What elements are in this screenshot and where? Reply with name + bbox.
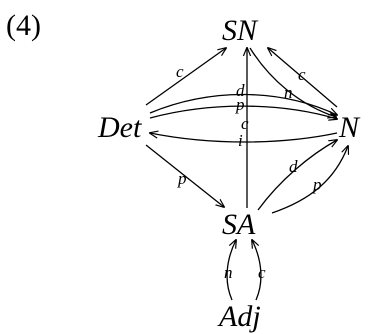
edge-sa-n-d: [257, 140, 337, 211]
edge-label-det-sn: c: [176, 62, 184, 81]
edge-label-adj-sa-n: n: [224, 263, 233, 282]
node-n: N: [338, 111, 361, 144]
edge-n-sn-c: [268, 48, 338, 108]
edge-label-n-det-i: i: [238, 131, 243, 150]
edge-det-sn: [145, 48, 226, 106]
node-sn: SN: [222, 14, 259, 47]
edge-n-det-i: [150, 133, 338, 143]
edge-det-n-d: [149, 93, 337, 115]
edge-det-sa: [145, 144, 224, 207]
edge-sn-n-n: [249, 47, 336, 117]
edge-label-adj-sa-c: c: [258, 263, 266, 282]
edge-label-det-sa: p: [177, 169, 187, 188]
node-sa: SA: [222, 208, 256, 241]
edge-label-sa-n-p: p: [312, 175, 322, 194]
edge-adj-sa-c: [252, 240, 262, 301]
edge-sa-n-p: [271, 146, 348, 214]
edge-label-det-n-d: d: [236, 81, 245, 100]
edge-adj-sa-n: [226, 240, 236, 301]
edge-label-n-sn-c: c: [298, 65, 306, 84]
edge-label-det-n-p: p: [235, 95, 245, 114]
edge-label-sa-n-d: d: [289, 157, 298, 176]
node-det: Det: [97, 111, 142, 144]
edge-label-sa-sn: c: [241, 114, 249, 133]
edge-label-sn-n-n: n: [284, 83, 293, 102]
edge-det-n-p: [149, 105, 337, 119]
node-adj: Adj: [217, 300, 261, 333]
figure-number: (4): [6, 9, 41, 42]
